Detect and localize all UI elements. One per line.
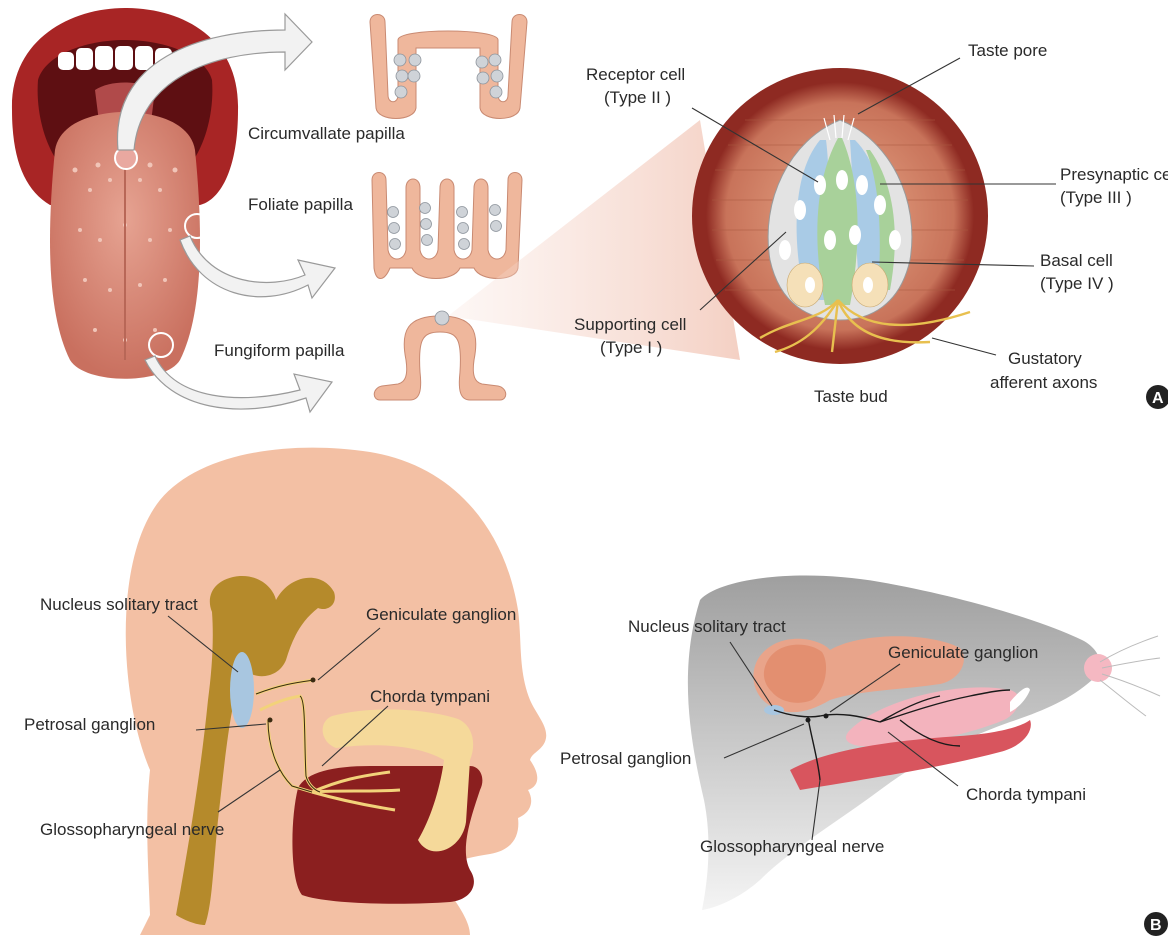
receptor-label-1: Receptor cell xyxy=(586,65,685,84)
human-nucleus-label: Nucleus solitary tract xyxy=(40,595,198,614)
basal-label-2: (Type IV ) xyxy=(1040,274,1114,293)
human-chorda-label: Chorda tympani xyxy=(370,687,490,706)
circumvallate-papilla xyxy=(370,15,527,119)
receptor-label-2: (Type II ) xyxy=(604,88,671,107)
panel-a-badge-text: A xyxy=(1152,390,1164,407)
fungiform-papilla xyxy=(374,311,506,400)
taste-bud-caption: Taste bud xyxy=(814,387,888,406)
panel-b-rodent: Nucleus solitary tract Geniculate gangli… xyxy=(560,576,1168,936)
rodent-nose xyxy=(1084,654,1112,682)
gustatory-label-2: afferent axons xyxy=(990,373,1097,392)
human-geniculate-dot xyxy=(311,678,316,683)
rodent-chorda-label: Chorda tympani xyxy=(966,785,1086,804)
arrow-foliate xyxy=(180,236,335,298)
foliate-label: Foliate papilla xyxy=(248,195,353,214)
panel-b-human: Nucleus solitary tract Geniculate gangli… xyxy=(24,448,546,935)
gustatory-label-1: Gustatory xyxy=(1008,349,1082,368)
rodent-geniculate-dot xyxy=(824,714,829,719)
gustatory-leader xyxy=(932,338,996,355)
basal-label-1: Basal cell xyxy=(1040,251,1113,270)
fungiform-label: Fungiform papilla xyxy=(214,341,345,360)
human-nucleus-solitary xyxy=(230,652,254,728)
foliate-papilla xyxy=(372,173,522,279)
presynaptic-label-2: (Type III ) xyxy=(1060,188,1132,207)
rodent-whiskers xyxy=(1100,636,1160,716)
taste-pore-label: Taste pore xyxy=(968,41,1047,60)
rodent-petrosal-label: Petrosal ganglion xyxy=(560,749,691,768)
panel-b-badge-text: B xyxy=(1150,917,1162,934)
human-glosso-label: Glossopharyngeal nerve xyxy=(40,820,224,839)
taste-bud-illustration xyxy=(692,68,988,364)
supporting-label-1: Supporting cell xyxy=(574,315,686,334)
rodent-glosso-label: Glossopharyngeal nerve xyxy=(700,837,884,856)
panel-a: Circumvallate papilla Foliate papilla Fu… xyxy=(12,8,1168,412)
human-geniculate-label: Geniculate ganglion xyxy=(366,605,516,624)
supporting-label-2: (Type I ) xyxy=(600,338,662,357)
circumvallate-label: Circumvallate papilla xyxy=(248,124,405,143)
presynaptic-label-1: Presynaptic cel xyxy=(1060,165,1168,184)
human-petrosal-dot xyxy=(268,718,273,723)
human-petrosal-label: Petrosal ganglion xyxy=(24,715,155,734)
rodent-geniculate-label: Geniculate ganglion xyxy=(888,643,1038,662)
rodent-nucleus-label: Nucleus solitary tract xyxy=(628,617,786,636)
rodent-petrosal-dot xyxy=(806,718,811,723)
